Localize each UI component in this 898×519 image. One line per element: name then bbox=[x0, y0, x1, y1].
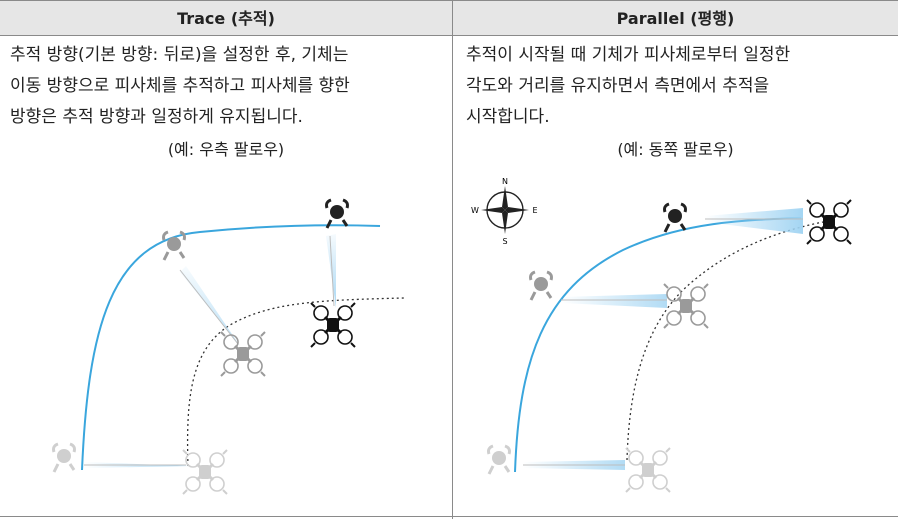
parallel-description: 추적이 시작될 때 기체가 피사체로부터 일정한 각도와 거리를 유지하면서 측… bbox=[466, 40, 886, 133]
trace-person-icon-start bbox=[52, 442, 76, 474]
trace-line-2: 이동 방향으로 피사체를 추적하고 피사체를 향한 bbox=[10, 76, 350, 96]
trace-description: 추적 방향(기본 방향: 뒤로)을 설정한 후, 기체는 이동 방향으로 피사체… bbox=[10, 40, 440, 133]
parallel-subject-path bbox=[514, 217, 802, 473]
trace-diagram bbox=[52, 198, 406, 496]
compass-w-label: W bbox=[471, 206, 479, 215]
parallel-beam-2 bbox=[561, 294, 667, 308]
parallel-example: (예: 동쪽 팔로우) bbox=[617, 140, 734, 159]
trace-example: (예: 우측 팔로우) bbox=[167, 140, 285, 159]
compass-icon: N S E W bbox=[471, 177, 537, 246]
parallel-beam-3 bbox=[705, 208, 803, 234]
column-divider bbox=[452, 0, 453, 519]
trace-subject-path bbox=[81, 224, 381, 471]
trace-drone-icon-current bbox=[309, 301, 357, 349]
header-parallel: Parallel (평행) bbox=[616, 9, 735, 28]
table-bottom-border bbox=[0, 516, 898, 517]
trace-drone-path bbox=[186, 297, 406, 467]
parallel-diagram: N S E W bbox=[471, 177, 853, 494]
parallel-person-icon-mid bbox=[529, 270, 553, 302]
header-trace: Trace (추적) bbox=[177, 9, 275, 28]
trace-drone-icon-mid bbox=[219, 330, 267, 378]
compass-e-label: E bbox=[532, 206, 537, 215]
trace-drone-icon-start bbox=[181, 448, 229, 496]
trace-beam-2 bbox=[180, 266, 240, 346]
parallel-drone-icon-start bbox=[624, 446, 672, 494]
parallel-line-1: 추적이 시작될 때 기체가 피사체로부터 일정한 bbox=[466, 45, 791, 65]
trace-person-icon-current bbox=[325, 198, 349, 230]
parallel-line-2: 각도와 거리를 유지하면서 측면에서 추적을 bbox=[466, 76, 770, 96]
parallel-person-icon-current bbox=[663, 202, 687, 234]
parallel-line-3: 시작합니다. bbox=[466, 107, 550, 127]
parallel-person-icon-start bbox=[487, 444, 511, 476]
parallel-drone-path bbox=[626, 221, 824, 461]
trace-line-3: 방향은 추적 방향과 일정하게 유지됩니다. bbox=[10, 107, 303, 127]
parallel-drone-icon-current bbox=[805, 198, 853, 246]
parallel-drone-icon-mid bbox=[662, 282, 710, 330]
trace-line-1: 추적 방향(기본 방향: 뒤로)을 설정한 후, 기체는 bbox=[10, 45, 349, 65]
compass-n-label: N bbox=[502, 177, 508, 186]
table-header-row: Trace (추적) Parallel (평행) bbox=[0, 0, 898, 36]
compass-s-label: S bbox=[502, 237, 507, 246]
